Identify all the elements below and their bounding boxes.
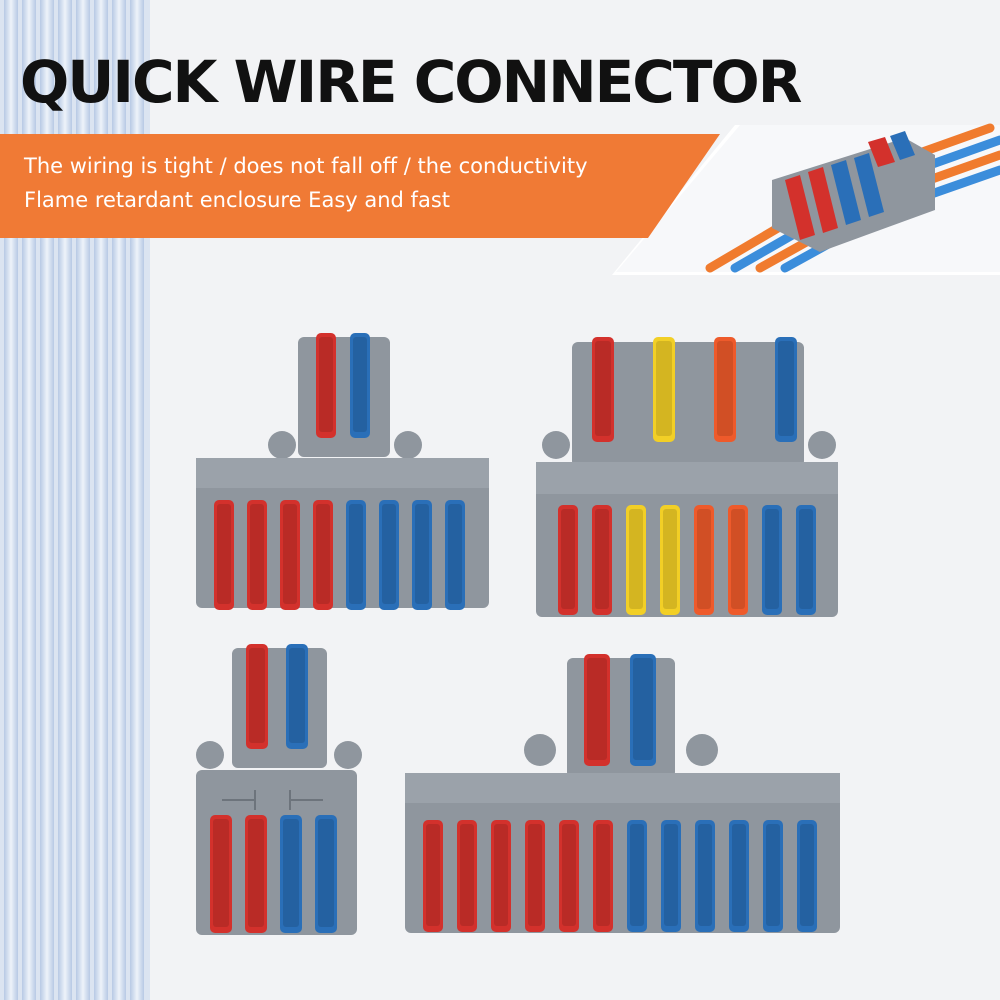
output-lever-blue[interactable] [695,820,715,932]
output-lever-orange[interactable] [694,505,714,615]
connector-products [196,333,840,935]
lever-groove [415,504,429,604]
lever-groove [697,509,711,609]
lever-groove [799,509,813,609]
lever-groove [633,658,653,760]
inset-connector-photo [612,123,1000,275]
output-lever-blue[interactable] [280,815,302,933]
output-lever-red[interactable] [245,815,267,933]
lever-groove [732,824,746,926]
lever-groove [349,504,363,604]
input-lever-blue[interactable] [630,654,656,766]
lever-groove [561,509,575,609]
lever-groove [595,509,609,609]
feature-banner: The wiring is tight / does not fall off … [0,134,720,238]
output-lever-red[interactable] [423,820,443,932]
lever-groove [656,341,672,436]
output-lever-blue[interactable] [627,820,647,932]
input-lever-blue[interactable] [350,333,370,438]
input-lever-red[interactable] [246,644,268,749]
lever-groove [217,504,231,604]
input-lever-yellow[interactable] [653,337,675,442]
lever-groove [353,337,367,432]
output-lever-red[interactable] [558,505,578,615]
output-lever-red[interactable] [559,820,579,932]
lever-groove [698,824,712,926]
lever-groove [382,504,396,604]
input-lever-orange[interactable] [714,337,736,442]
output-lever-blue[interactable] [796,505,816,615]
lever-groove [800,824,814,926]
output-lever-blue[interactable] [763,820,783,932]
lever-groove [283,819,299,927]
output-lever-red[interactable] [592,505,612,615]
input-lever-red[interactable] [584,654,610,766]
output-lever-blue[interactable] [729,820,749,932]
output-lever-red[interactable] [593,820,613,932]
lever-groove [448,504,462,604]
lever-groove [426,824,440,926]
output-lever-blue[interactable] [661,820,681,932]
lever-groove [249,648,265,743]
lever-groove [248,819,264,927]
output-lever-blue[interactable] [445,500,465,610]
levers-product-4 [423,654,817,932]
lever-groove [213,819,229,927]
input-lever-red[interactable] [316,333,336,438]
tagline-line-2: Flame retardant enclosure Easy and fast [24,188,450,212]
output-lever-blue[interactable] [797,820,817,932]
output-lever-blue[interactable] [379,500,399,610]
input-lever-blue[interactable] [286,644,308,749]
lever-groove [460,824,474,926]
lever-groove [319,337,333,432]
lever-groove [318,819,334,927]
lever-groove [630,824,644,926]
tagline-line-1: The wiring is tight / does not fall off … [24,154,588,178]
input-lever-blue[interactable] [775,337,797,442]
levers-product-3 [210,644,337,933]
levers-product-1 [214,333,465,610]
output-lever-red[interactable] [210,815,232,933]
lever-groove [731,509,745,609]
lever-groove [283,504,297,604]
lever-groove [765,509,779,609]
output-lever-yellow[interactable] [660,505,680,615]
lever-groove [250,504,264,604]
lever-groove [528,824,542,926]
output-lever-red[interactable] [525,820,545,932]
page-title: QUICK WIRE CONNECTOR [20,48,802,116]
input-lever-red[interactable] [592,337,614,442]
output-lever-orange[interactable] [728,505,748,615]
output-lever-red[interactable] [247,500,267,610]
lever-groove [494,824,508,926]
output-lever-red[interactable] [313,500,333,610]
output-lever-red[interactable] [214,500,234,610]
lever-groove [596,824,610,926]
output-lever-blue[interactable] [762,505,782,615]
lever-groove [629,509,643,609]
lever-groove [595,341,611,436]
output-lever-red[interactable] [457,820,477,932]
output-lever-red[interactable] [280,500,300,610]
lever-groove [587,658,607,760]
output-lever-red[interactable] [491,820,511,932]
lever-groove [664,824,678,926]
lever-groove [316,504,330,604]
lever-groove [289,648,305,743]
lever-groove [778,341,794,436]
output-lever-blue[interactable] [412,500,432,610]
lever-groove [562,824,576,926]
lever-groove [717,341,733,436]
output-lever-yellow[interactable] [626,505,646,615]
lever-groove [663,509,677,609]
lever-groove [766,824,780,926]
output-lever-blue[interactable] [315,815,337,933]
output-lever-blue[interactable] [346,500,366,610]
levers-product-2 [558,337,816,615]
